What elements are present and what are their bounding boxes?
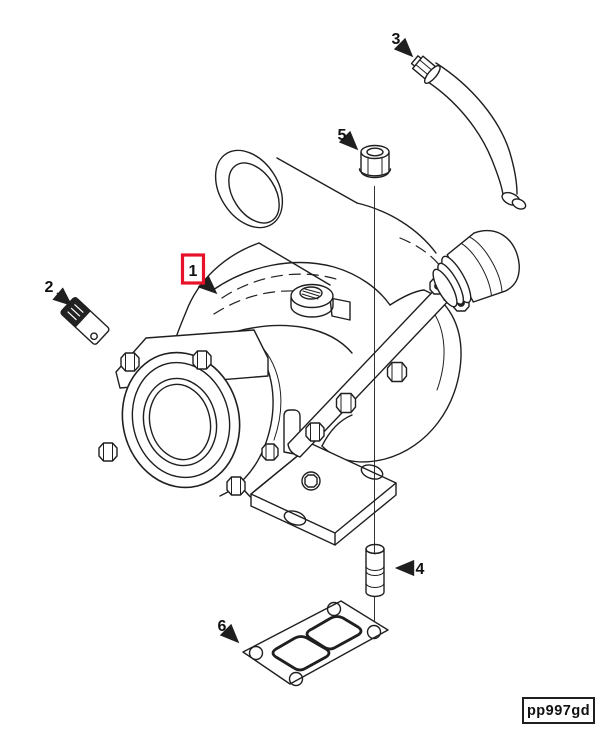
callout-1[interactable]: 1: [180, 253, 218, 295]
callout-6[interactable]: 6: [218, 618, 240, 644]
callout-3-number: 3: [392, 31, 401, 48]
callout-5[interactable]: 5: [338, 127, 359, 151]
flange-bolt: [226, 476, 246, 496]
dataplate-drawing: [60, 297, 110, 345]
vband-flange: [98, 329, 279, 506]
turbocharger-assembly-drawing: [98, 149, 520, 546]
callout-3[interactable]: 3: [392, 31, 414, 58]
flange-bolt: [120, 352, 140, 372]
callout-6-number: 6: [218, 618, 227, 635]
hex-nut-drawing: [358, 144, 392, 179]
highlight-box: [180, 253, 206, 285]
callout-1-number: 1: [189, 263, 198, 280]
callout-5-number: 5: [338, 127, 347, 144]
figure-code-text: pp997gd: [527, 703, 590, 719]
figure-code: pp997gd: [522, 697, 595, 724]
compressor-elbow: [214, 149, 358, 286]
stud-drawing: [365, 543, 385, 598]
threaded-boss: [290, 283, 351, 321]
tube-drawing: [410, 55, 527, 210]
flange-bolt: [98, 442, 118, 462]
callout-2[interactable]: 2: [45, 279, 73, 307]
callout-4-number: 4: [416, 561, 425, 578]
flange-bolt: [261, 443, 279, 461]
flange-bolt: [192, 350, 212, 370]
callout-4[interactable]: 4: [394, 559, 425, 578]
callout-2-number: 2: [45, 279, 54, 296]
gasket-drawing: [242, 600, 389, 687]
wastegate-actuator: [432, 229, 520, 308]
tube-end-fitting: [501, 191, 527, 210]
turbine-housing: [321, 202, 462, 463]
